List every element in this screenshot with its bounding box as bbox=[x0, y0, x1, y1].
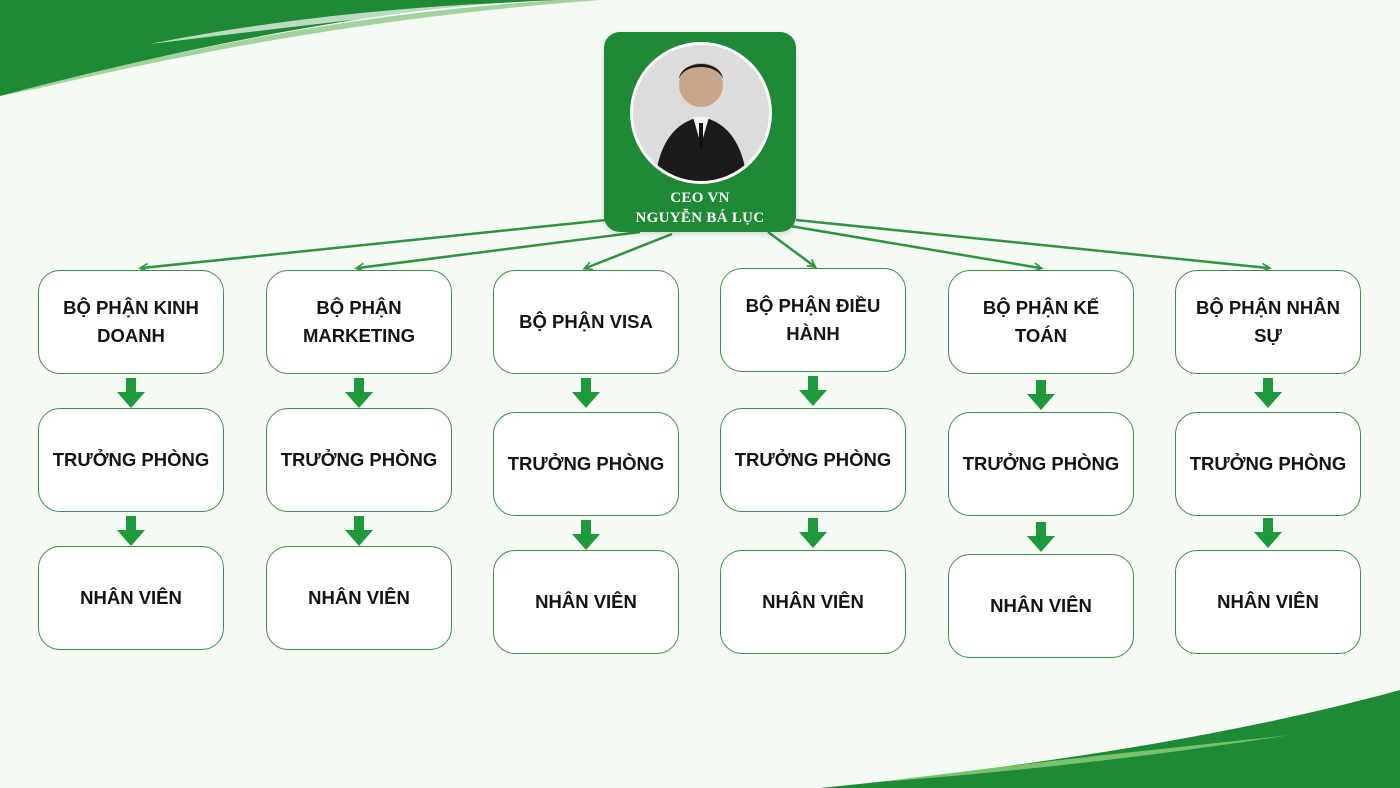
connector-line bbox=[767, 230, 814, 266]
department-box: BỘ PHẬN ĐIỀU HÀNH bbox=[720, 268, 906, 372]
down-arrow-icon bbox=[799, 376, 827, 406]
department-label: BỘ PHẬN KẾ TOÁN bbox=[982, 297, 1100, 346]
department-label: BỘ PHẬN VISA bbox=[519, 311, 653, 332]
manager-box: TRƯỞNG PHÒNG bbox=[1175, 412, 1361, 516]
department-box: BỘ PHẬN KINH DOANH bbox=[38, 270, 224, 374]
staff-label: NHÂN VIÊN bbox=[308, 587, 410, 608]
ceo-name: NGUYỄN BÁ LỤC bbox=[635, 210, 765, 226]
manager-label: TRƯỞNG PHÒNG bbox=[280, 449, 438, 470]
connector-line bbox=[142, 218, 607, 268]
staff-box: NHÂN VIÊN bbox=[948, 554, 1134, 658]
staff-box: NHÂN VIÊN bbox=[266, 546, 452, 650]
department-label: BỘ PHẬN KINH DOANH bbox=[63, 297, 199, 346]
department-label: BỘ PHẬN MARKETING bbox=[302, 297, 416, 346]
down-arrow-icon bbox=[345, 516, 373, 546]
department-box: BỘ PHẬN VISA bbox=[493, 270, 679, 374]
department-box: BỘ PHẬN KẾ TOÁN bbox=[948, 270, 1134, 374]
manager-box: TRƯỞNG PHÒNG bbox=[720, 408, 906, 512]
down-arrow-icon bbox=[345, 378, 373, 408]
down-arrow-icon bbox=[572, 378, 600, 408]
down-arrow-icon bbox=[572, 520, 600, 550]
manager-label: TRƯỞNG PHÒNG bbox=[962, 453, 1120, 474]
manager-box: TRƯỞNG PHÒNG bbox=[948, 412, 1134, 516]
staff-label: NHÂN VIÊN bbox=[535, 591, 637, 612]
down-arrow-icon bbox=[1254, 518, 1282, 548]
connector-line bbox=[789, 224, 1040, 268]
department-box: BỘ PHẬN NHÂN SỰ bbox=[1175, 270, 1361, 374]
connector-line bbox=[358, 230, 641, 268]
down-arrow-icon bbox=[1027, 380, 1055, 410]
staff-box: NHÂN VIÊN bbox=[1175, 550, 1361, 654]
ceo-avatar bbox=[630, 42, 772, 184]
down-arrow-icon bbox=[117, 378, 145, 408]
staff-label: NHÂN VIÊN bbox=[990, 595, 1092, 616]
staff-label: NHÂN VIÊN bbox=[1217, 591, 1319, 612]
ceo-card: CEO VN NGUYỄN BÁ LỤC bbox=[604, 32, 796, 232]
staff-box: NHÂN VIÊN bbox=[38, 546, 224, 650]
down-arrow-icon bbox=[799, 518, 827, 548]
manager-label: TRƯỞNG PHÒNG bbox=[507, 453, 665, 474]
down-arrow-icon bbox=[1254, 378, 1282, 408]
manager-box: TRƯỞNG PHÒNG bbox=[493, 412, 679, 516]
department-label: BỘ PHẬN ĐIỀU HÀNH bbox=[745, 295, 881, 344]
connector-line bbox=[586, 232, 673, 268]
manager-box: TRƯỞNG PHÒNG bbox=[266, 408, 452, 512]
staff-box: NHÂN VIÊN bbox=[720, 550, 906, 654]
staff-label: NHÂN VIÊN bbox=[80, 587, 182, 608]
manager-box: TRƯỞNG PHÒNG bbox=[38, 408, 224, 512]
staff-label: NHÂN VIÊN bbox=[762, 591, 864, 612]
department-label: BỘ PHẬN NHÂN SỰ bbox=[1196, 297, 1340, 346]
manager-label: TRƯỞNG PHÒNG bbox=[52, 449, 210, 470]
manager-label: TRƯỞNG PHÒNG bbox=[1189, 453, 1347, 474]
manager-label: TRƯỞNG PHÒNG bbox=[734, 449, 892, 470]
down-arrow-icon bbox=[1027, 522, 1055, 552]
ceo-title: CEO VN bbox=[670, 190, 730, 206]
connector-line bbox=[795, 218, 1268, 268]
department-box: BỘ PHẬN MARKETING bbox=[266, 270, 452, 374]
staff-box: NHÂN VIÊN bbox=[493, 550, 679, 654]
down-arrow-icon bbox=[117, 516, 145, 546]
